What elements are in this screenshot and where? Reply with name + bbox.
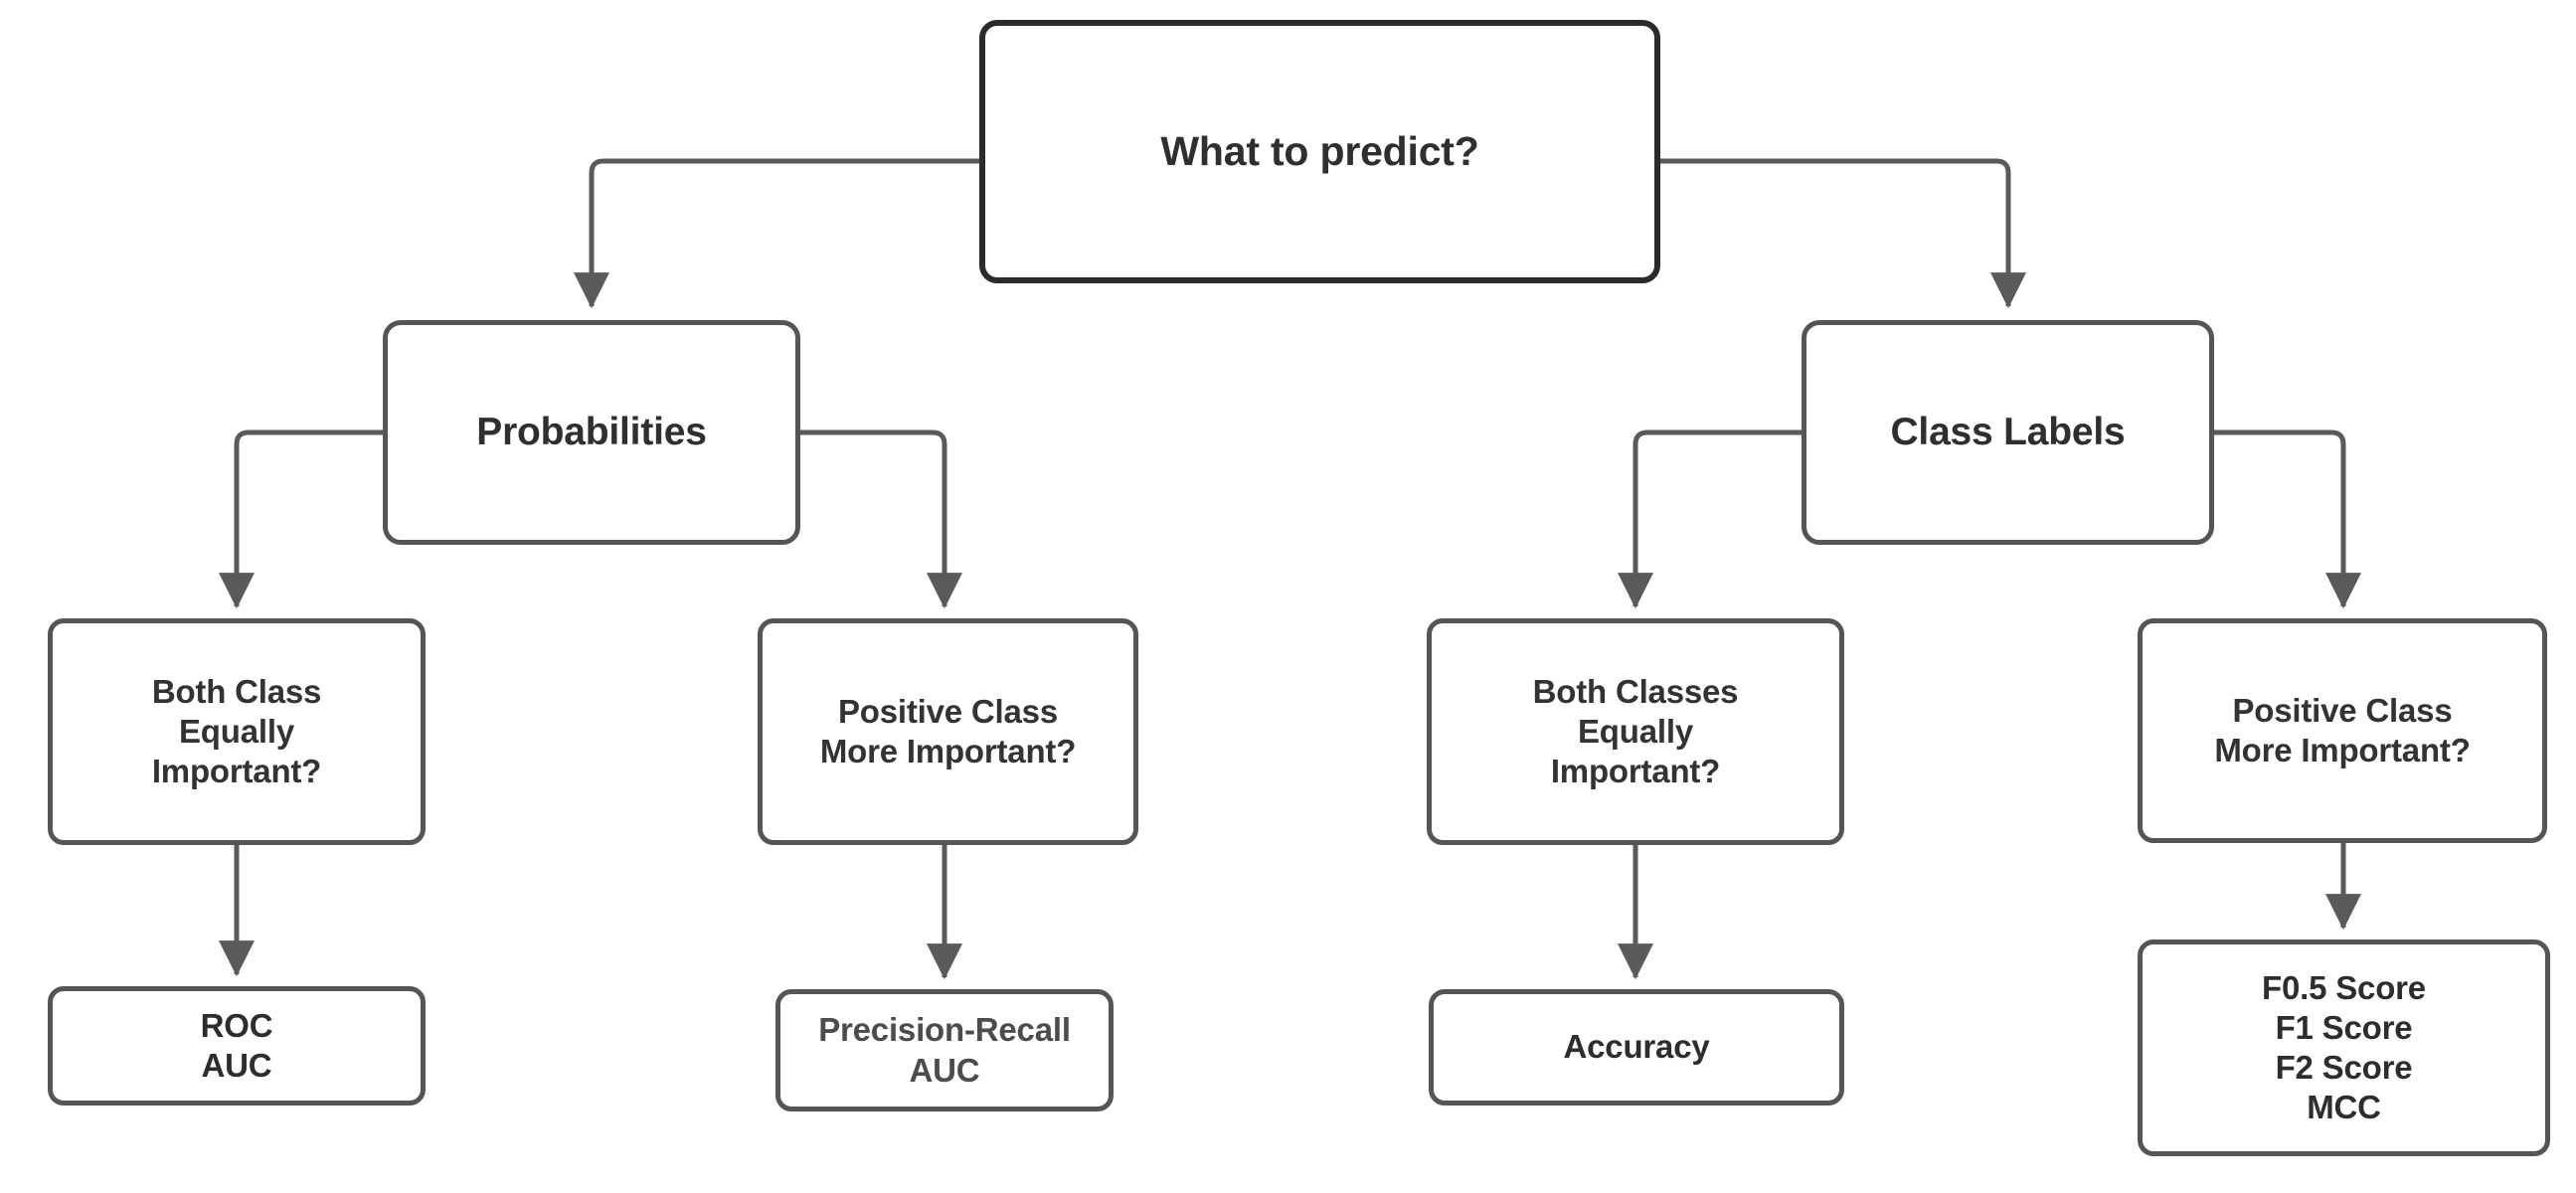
edge-probabilities-to-positive-class	[800, 429, 962, 609]
node-f-scores[interactable]: F0.5 Score F1 Score F2 Score MCC	[2138, 939, 2550, 1156]
node-what-to-predict[interactable]: What to predict?	[979, 20, 1660, 283]
node-label: Class Labels	[1890, 411, 2126, 454]
node-label: Accuracy	[1563, 1028, 1710, 1066]
node-label: F0.5 Score F1 Score F2 Score MCC	[2262, 968, 2426, 1126]
node-roc-auc[interactable]: ROC AUC	[48, 986, 426, 1106]
edge-class-labels-to-positive-class	[2214, 429, 2361, 609]
node-label: Both Classes Equally Important?	[1532, 672, 1739, 790]
edge-probabilities-to-both-class	[219, 429, 383, 609]
edge-class-labels-to-both-classes	[1618, 429, 1802, 609]
node-probabilities[interactable]: Probabilities	[383, 320, 800, 545]
node-label: ROC AUC	[200, 1006, 273, 1084]
node-positive-class-more-important-probabilities[interactable]: Positive Class More Important?	[758, 618, 1138, 845]
node-both-classes-equally-important[interactable]: Both Classes Equally Important?	[1427, 618, 1844, 845]
node-precision-recall-auc[interactable]: Precision-Recall AUC	[775, 989, 1114, 1111]
node-label: What to predict?	[1160, 128, 1479, 175]
node-accuracy[interactable]: Accuracy	[1429, 989, 1844, 1106]
edge-root-to-class-labels	[1660, 158, 2026, 309]
node-label: Probabilities	[476, 411, 707, 454]
node-label: Positive Class More Important?	[819, 692, 1077, 769]
node-class-labels[interactable]: Class Labels	[1802, 320, 2214, 545]
node-positive-class-more-important-class-labels[interactable]: Positive Class More Important?	[2138, 618, 2547, 843]
node-label: Both Class Equally Important?	[151, 672, 322, 790]
node-label: Precision-Recall AUC	[818, 1011, 1071, 1089]
node-label: Positive Class More Important?	[2214, 691, 2471, 768]
node-both-class-equally-important[interactable]: Both Class Equally Important?	[48, 618, 426, 845]
edge-root-to-probabilities	[574, 158, 979, 309]
